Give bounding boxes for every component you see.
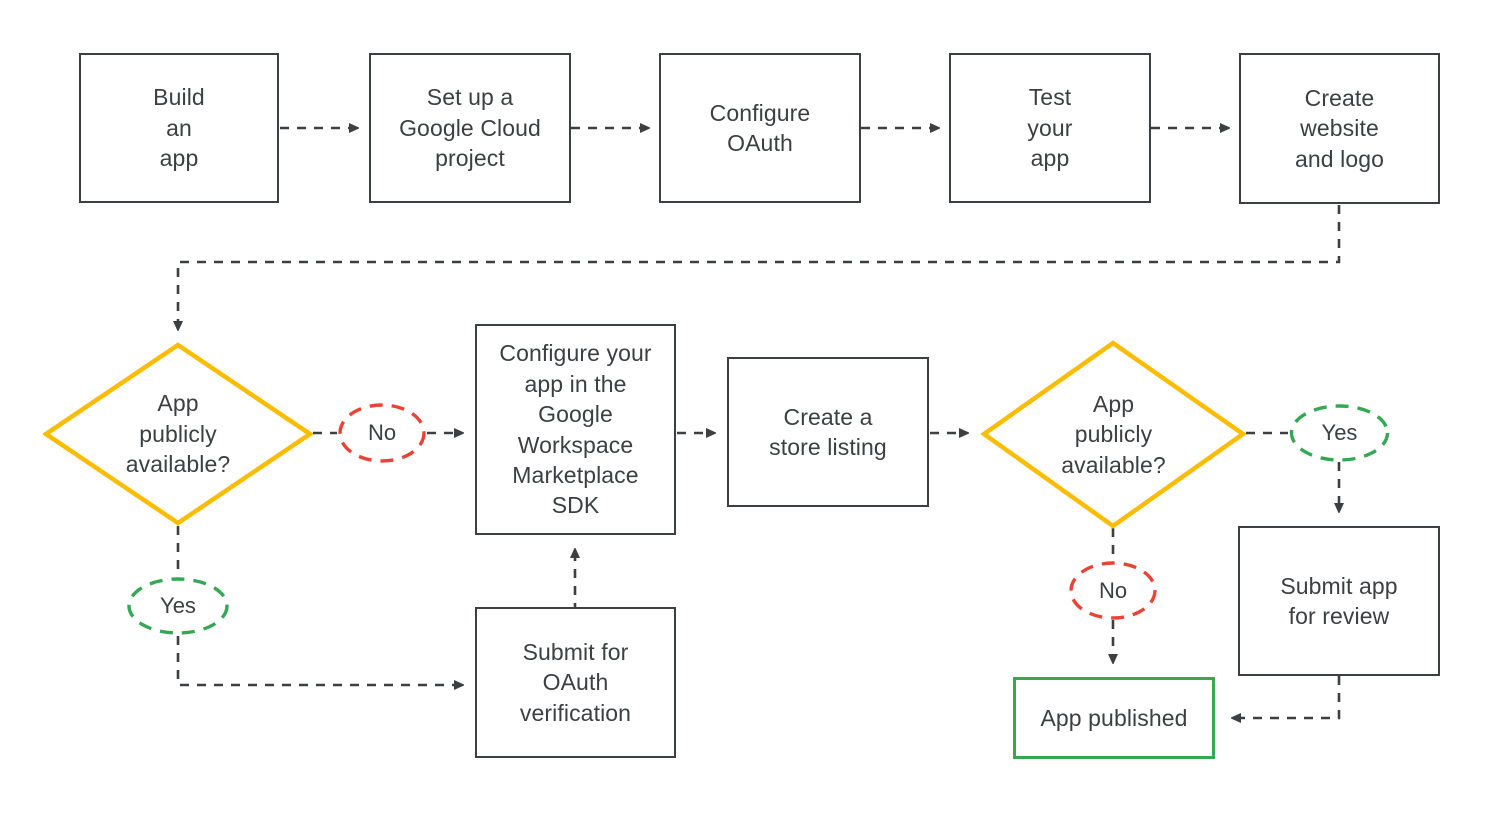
no-ellipse-shape-2	[1069, 561, 1157, 620]
node-build-an-app-label: Build an app	[153, 84, 205, 172]
node-submit-app-for-review-label: Submit app for review	[1280, 572, 1398, 629]
node-set-up-google-cloud-project[interactable]: Set up a Google Cloud project	[369, 53, 571, 203]
node-configure-oauth[interactable]: Configure OAuth	[659, 53, 861, 203]
node-app-published[interactable]: App published	[1013, 677, 1215, 759]
edge-label-yes-2: Yes	[1288, 403, 1391, 463]
node-create-website-and-logo-label: Create website and logo	[1294, 84, 1385, 172]
node-submit-app-for-review[interactable]: Submit app for review	[1238, 526, 1440, 676]
node-create-store-listing[interactable]: Create a store listing	[727, 357, 929, 507]
edge-label-no-1: No	[337, 402, 427, 464]
node-test-your-app-label: Test your app	[1027, 84, 1073, 172]
yes-ellipse-shape-2	[1289, 404, 1390, 462]
node-decision-app-publicly-available-1[interactable]: App publicly available?	[43, 342, 313, 526]
edge-website-to-decision1	[178, 205, 1341, 322]
yes-ellipse-shape-1	[127, 577, 229, 635]
node-app-published-label: App published	[1040, 704, 1188, 731]
node-create-website-and-logo[interactable]: Create website and logo	[1239, 53, 1440, 204]
node-decision-app-publicly-available-2[interactable]: App publicly available?	[981, 340, 1246, 529]
node-build-an-app[interactable]: Build an app	[79, 53, 279, 203]
node-submit-for-oauth-verification-label: Submit for OAuth verification	[519, 638, 632, 726]
edge-label-yes-2-text: Yes	[1321, 420, 1358, 445]
edge-label-no-2-text: No	[1098, 577, 1128, 603]
edge-label-no-1-text: No	[367, 420, 397, 445]
node-configure-app-marketplace-sdk-label: Configure your app in the Google Workspa…	[499, 340, 652, 519]
node-create-store-listing-label: Create a store listing	[769, 403, 887, 460]
edge-label-no-2: No	[1068, 560, 1158, 621]
node-configure-oauth-label: Configure OAuth	[709, 99, 811, 156]
node-submit-for-oauth-verification[interactable]: Submit for OAuth verification	[475, 607, 676, 758]
decision-diamond-shape-2	[981, 340, 1246, 529]
edge-label-yes-1: Yes	[126, 576, 230, 636]
edge-label-yes-1-text: Yes	[160, 593, 196, 618]
no-ellipse-shape-1	[338, 403, 426, 463]
edge-review-to-published	[1240, 676, 1341, 718]
node-configure-app-marketplace-sdk[interactable]: Configure your app in the Google Workspa…	[475, 324, 676, 535]
node-set-up-google-cloud-project-label: Set up a Google Cloud project	[399, 84, 541, 172]
node-decision-app-publicly-available-1-label: App publicly available?	[125, 390, 231, 478]
node-decision-app-publicly-available-2-label: App publicly available?	[1061, 390, 1166, 478]
decision-diamond-shape-1	[43, 342, 313, 526]
edge-decision1-yes-b	[176, 636, 455, 685]
node-test-your-app[interactable]: Test your app	[949, 53, 1151, 203]
